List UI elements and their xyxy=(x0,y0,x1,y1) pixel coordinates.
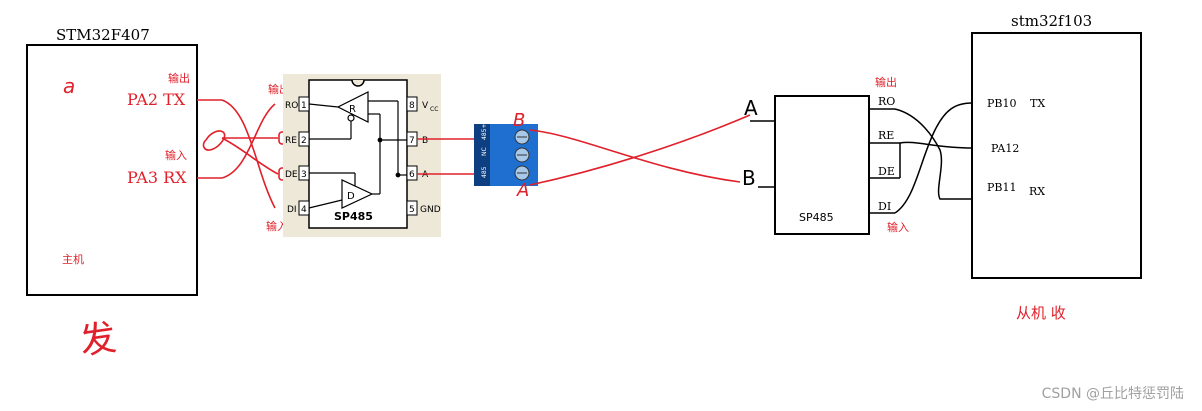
slave-board-outline xyxy=(971,32,1142,279)
label-bus-b-right: B xyxy=(742,166,756,190)
label-bus-a-mid: A xyxy=(516,180,529,201)
slave-pin-tx: TX xyxy=(1030,97,1045,110)
terminal-block: 485 NC 485+ xyxy=(474,124,538,186)
annotation-loop xyxy=(202,130,226,151)
pin-label-a: A xyxy=(422,170,429,180)
watermark: CSDN @丘比特惩罚陆 xyxy=(1042,386,1184,402)
left-cross-wiring xyxy=(202,99,290,209)
label-input-rx: 输入 xyxy=(165,148,187,162)
chip-right-outline xyxy=(774,95,870,235)
label-output-tx: 输出 xyxy=(168,71,190,85)
label-bus-a-right: A xyxy=(744,96,758,120)
master-pin-rx: PA3 RX xyxy=(127,168,187,187)
right-pin-di: DI xyxy=(878,200,891,213)
sp485-chip-left: 1 2 3 4 RO RE DE DI 8 7 6 5 V CC B A GND xyxy=(283,74,441,237)
master-board-outline xyxy=(26,44,198,296)
chip-notch xyxy=(351,79,365,87)
right-pin-re: RE xyxy=(878,129,894,142)
label-input-right: 输入 xyxy=(887,220,909,234)
chip-left-name: SP485 xyxy=(334,210,373,223)
chip-body xyxy=(308,79,408,229)
bus-cross-wiring xyxy=(529,114,751,186)
pin-num-3: 3 xyxy=(301,170,307,180)
pin-label-b: B xyxy=(422,136,428,146)
wire-re-de-to-pa12 xyxy=(899,141,973,149)
slave-title: stm32f103 xyxy=(1011,12,1092,30)
master-board: STM32F407 PA2 TX PA3 RX 主机 a 发 输出 输入 xyxy=(26,26,222,363)
pin-label-di: DI xyxy=(287,205,297,215)
pin-num-7: 7 xyxy=(409,136,415,146)
right-cross-wiring xyxy=(894,102,973,214)
chip-to-terminal-wires xyxy=(417,138,475,175)
sp485-chip-right: SP485 RO RE DE DI 输出 输入 xyxy=(774,75,909,235)
wire-ro-to-pb11 xyxy=(894,108,972,200)
receiver-triangle xyxy=(336,91,369,123)
re-inversion-bubble xyxy=(347,114,355,122)
chip-right-name: SP485 xyxy=(799,211,834,224)
master-annotation-a: a xyxy=(63,74,75,98)
label-output-right: 输出 xyxy=(875,75,897,89)
bus-wire-b xyxy=(529,129,741,183)
right-pin-de: DE xyxy=(878,165,895,178)
receiver-label: R xyxy=(349,104,356,115)
pin-box-6 xyxy=(406,165,418,181)
slave-pin-pa12: PA12 xyxy=(991,142,1019,155)
pin-num-1: 1 xyxy=(301,101,307,111)
terminal-label-485-minus: 485 xyxy=(481,166,488,178)
pin-box-5 xyxy=(406,200,418,216)
pin-num-2: 2 xyxy=(301,136,307,146)
pin-num-8: 8 xyxy=(409,101,415,111)
slave-board: stm32f103 PB10 TX PA12 PB11 RX 从机 收 xyxy=(971,12,1142,322)
pin-num-5: 5 xyxy=(409,205,415,215)
pin-label-ro: RO xyxy=(285,101,298,111)
pin-label-gnd: GND xyxy=(420,205,441,215)
terminal-label-485-plus: 485+ xyxy=(481,124,488,140)
label-bus-b-mid: B xyxy=(513,110,525,131)
pin-label-re: RE xyxy=(285,136,297,146)
slave-pin-pb10: PB10 xyxy=(987,97,1016,110)
pin-label-de: DE xyxy=(285,170,298,180)
master-pin-tx: PA2 TX xyxy=(127,90,186,109)
terminal-label-strip xyxy=(474,124,490,186)
master-role-label: 主机 xyxy=(62,252,84,266)
master-title: STM32F407 xyxy=(56,26,150,44)
pin-num-6: 6 xyxy=(409,170,415,180)
chip-internal-schematic xyxy=(308,91,407,209)
label-input-di: 输入 xyxy=(266,219,288,233)
wire-rx-to-ro xyxy=(221,103,276,179)
pin-num-4: 4 xyxy=(301,205,307,215)
terminal-label-nc: NC xyxy=(481,147,488,156)
slave-role-label: 从机 收 xyxy=(1016,304,1066,322)
driver-triangle xyxy=(341,179,374,209)
pin-label-vcc: V xyxy=(422,101,429,111)
wire-re-de-jumper xyxy=(221,137,279,175)
bus-wire-a xyxy=(529,114,751,186)
slave-pin-pb11: PB11 xyxy=(987,181,1016,194)
master-annotation-send: 发 xyxy=(77,317,118,363)
right-pin-ro: RO xyxy=(878,95,895,108)
pin-box-8 xyxy=(406,96,418,112)
wire-di-to-pb10 xyxy=(894,102,973,214)
pin-label-vcc-sub: CC xyxy=(430,106,438,113)
driver-label: D xyxy=(347,191,355,202)
slave-pin-rx: RX xyxy=(1029,185,1045,198)
